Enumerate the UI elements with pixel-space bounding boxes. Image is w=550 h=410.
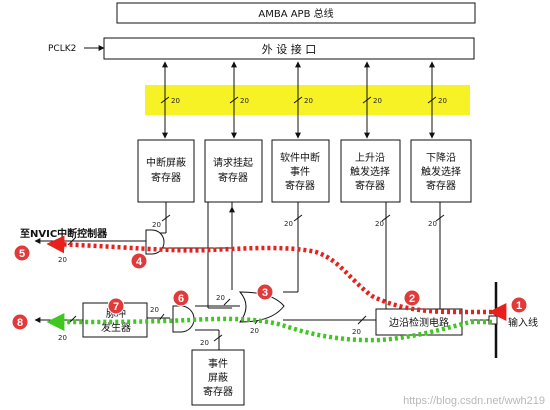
bus-width-label: 20 — [58, 334, 67, 342]
falling-trigger-selection-register: 下降沿 触发选择 寄存器 — [410, 139, 472, 203]
bus-width-labels-top: 20 20 20 20 20 — [160, 96, 447, 105]
step-6-number: 6 — [178, 293, 184, 305]
pulse-generator-label: 发生器 — [101, 321, 131, 334]
software-interrupt-event-register: 软件中断 事件 寄存器 — [271, 139, 330, 203]
interrupt-path-red — [46, 235, 507, 321]
event-mask-register: 事件 屏蔽 寄存器 — [191, 349, 245, 406]
software-interrupt-event-register-label: 寄存器 — [285, 179, 315, 192]
step-4-marker: 4 — [130, 252, 148, 270]
step-5-marker: 5 — [13, 244, 31, 262]
bus-width-label: 20 — [200, 339, 209, 347]
edge-detect-label: 边沿检测电路 — [389, 316, 449, 329]
pending-request-register: 请求挂起 寄存器 — [204, 139, 263, 203]
pending-request-register-label: 寄存器 — [218, 171, 248, 184]
event-path-green — [46, 312, 492, 343]
rising-trigger-selection-register-label: 上升沿 — [355, 152, 385, 164]
bus-width-label: 20 — [240, 97, 249, 105]
falling-trigger-selection-register-label: 触发选择 — [421, 165, 461, 178]
step-2-marker: 2 — [403, 289, 421, 307]
step-3-marker: 3 — [256, 283, 274, 301]
watermark: https://blog.csdn.net/wwh219 — [403, 395, 545, 407]
step-8-marker: 8 — [11, 313, 29, 331]
interrupt-mask-register-label: 寄存器 — [151, 171, 181, 184]
input-line-label: 输入线 — [508, 316, 538, 329]
step-7-marker: 7 — [107, 297, 125, 315]
bus-width-label: 20 — [438, 97, 447, 105]
peripheral-interface-label: 外 设 接 口 — [262, 43, 317, 56]
bus-width-label: 20 — [171, 97, 180, 105]
bus-width-label: 20 — [284, 220, 293, 228]
apb-bus-label: AMBA APB 总线 — [258, 7, 333, 20]
bus-width-label: 20 — [150, 306, 159, 314]
bus-highlight-band — [145, 85, 470, 115]
bus-width-label: 20 — [375, 220, 384, 228]
step-1-marker: 1 — [510, 296, 528, 314]
step-4-number: 4 — [136, 256, 143, 268]
bus-width-label: 20 — [250, 327, 259, 335]
peripheral-interface-block: 外 设 接 口 — [103, 37, 475, 60]
rising-trigger-selection-register-label: 寄存器 — [355, 179, 385, 192]
rising-trigger-selection-register-label: 触发选择 — [350, 165, 390, 178]
step-6-marker: 6 — [172, 289, 190, 307]
software-interrupt-event-register-label: 事件 — [290, 165, 310, 178]
nvic-label: 至NVIC中断控制器 — [20, 227, 108, 240]
step-5-number: 5 — [19, 248, 25, 260]
event-mask-register-label: 事件 — [208, 357, 228, 370]
step-8-number: 8 — [17, 317, 23, 329]
falling-trigger-selection-register-label: 下降沿 — [426, 151, 456, 164]
event-mask-register-label: 寄存器 — [203, 385, 233, 398]
pending-request-register-label: 请求挂起 — [213, 156, 253, 169]
step-markers: 1 2 3 4 5 6 7 8 — [11, 244, 528, 331]
rising-trigger-selection-register: 上升沿 触发选择 寄存器 — [340, 139, 401, 203]
interrupt-mask-register: 中断屏蔽 寄存器 — [137, 139, 195, 203]
software-interrupt-event-register-label: 软件中断 — [280, 151, 320, 164]
event-mask-register-label: 屏蔽 — [208, 372, 228, 384]
pclk-label: PCLK2 — [48, 44, 76, 54]
bus-width-label: 20 — [304, 97, 313, 105]
interrupt-mask-register-label: 中断屏蔽 — [146, 156, 186, 169]
falling-trigger-selection-register-label: 寄存器 — [426, 179, 456, 192]
bus-width-label: 20 — [58, 256, 67, 264]
step-3-number: 3 — [262, 287, 268, 299]
step-7-number: 7 — [113, 301, 119, 313]
bus-width-label: 20 — [428, 220, 437, 228]
step-2-number: 2 — [409, 293, 415, 305]
apb-bus-block: AMBA APB 总线 — [116, 2, 476, 24]
bus-width-label: 20 — [373, 97, 382, 105]
bus-width-label: 20 — [352, 328, 361, 336]
step-1-number: 1 — [516, 300, 522, 312]
bus-width-label: 20 — [216, 294, 225, 302]
bus-width-label: 20 — [152, 221, 161, 229]
